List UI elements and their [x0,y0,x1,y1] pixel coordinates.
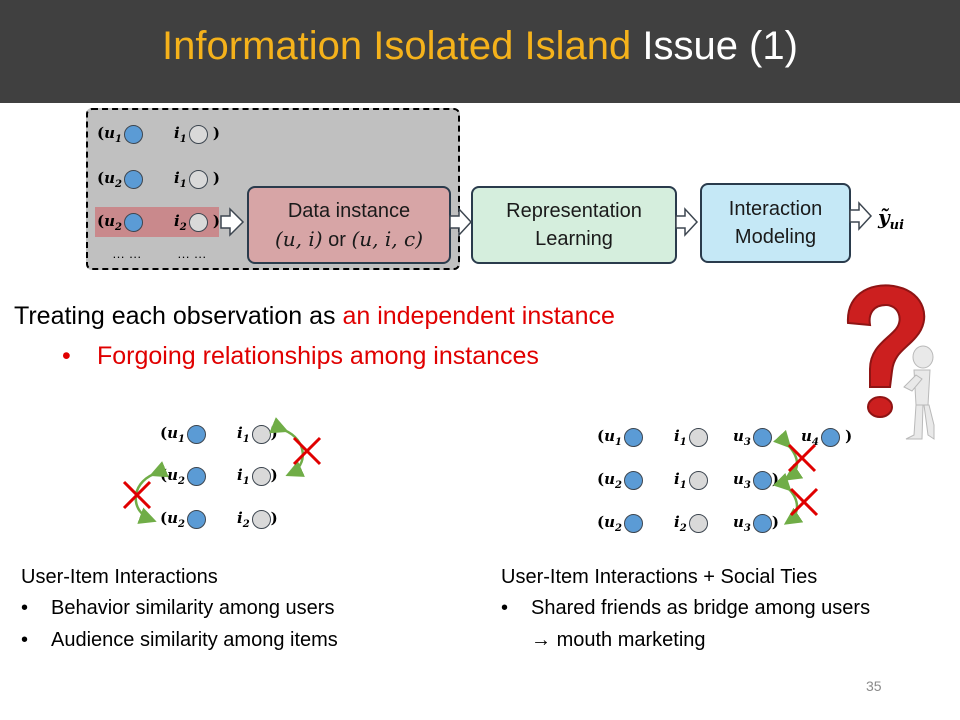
statement-highlight: an independent instance [342,302,615,330]
right-bullet-2-line: → mouth marketing [531,629,706,652]
cross-icon [122,480,152,510]
left-bullet-1: Behavior similarity among users [51,597,335,619]
title-bar [0,0,960,103]
user-node-icon [752,470,772,490]
page-number: 35 [866,678,882,694]
cross-icon [789,487,819,517]
prediction-symbol: ỹ [878,205,890,229]
statement-bullet: Forgoing relationships among instances [97,342,539,370]
prediction-subscript: ui [889,218,905,233]
instance-tuple-uic: (u, i, c) [351,226,424,251]
right-row-1-item: i1 [674,427,708,448]
right-arrow-icon: → [531,629,551,651]
user-node-icon [820,427,840,447]
right-bullet-1: Shared friends as bridge among users [531,597,871,619]
left-row-1-user: (u1 [160,424,206,445]
left-row-3-item: i2) [237,509,278,530]
interaction-label-1: Interaction [728,198,823,220]
right-row-3-item: i2 [674,513,708,534]
representation-label-1: Representation [506,200,642,222]
user-node-icon [752,427,772,447]
instance-row-3-item: i2 ) [174,212,220,233]
user-node-icon [186,424,206,444]
instance-tuple-ui: (u, i) [274,226,323,251]
interaction-label-2: Modeling [734,226,817,248]
title-highlight: Information Isolated Island [162,24,632,68]
user-node-icon [623,470,643,490]
instance-row-2: (u2 [97,169,143,190]
cross-icon [787,443,817,473]
arrow-icon [449,207,473,237]
item-node-icon [251,509,271,529]
user-node-icon [186,509,206,529]
right-panel-heading: User-Item Interactions + Social Ties [501,566,818,588]
item-node-icon [688,427,708,447]
statement-lead: Treating each observation as [14,302,343,330]
user-node-icon [186,466,206,486]
user-node-icon [752,513,772,533]
right-row-1-friend-a: u3 [733,427,772,448]
title-rest: Issue (1) [631,24,798,68]
arrow-icon [675,207,699,237]
instance-row-3: (u2 [97,212,143,233]
representation-label-2: Learning [535,228,613,250]
item-node-icon [688,470,708,490]
left-bullet-mark-2: • [21,629,29,651]
instance-row-1: (u1 [97,124,143,145]
instance-row-1-item: i1 ) [174,124,220,145]
right-bullet-2: mouth marketing [556,629,706,651]
instance-or: or [322,228,352,251]
user-node-icon [123,169,143,189]
user-node-icon [623,427,643,447]
data-instance-box: Data instance (u, i) or (u, i, c) [247,186,451,264]
left-bullet-mark-1: • [21,597,29,619]
right-row-1-friend-b: u4 ) [801,427,853,448]
statement-bullet-mark: • [62,342,71,370]
right-bullet-mark-1: • [501,597,509,619]
ellipsis-users: … … [112,246,142,261]
item-node-icon [188,212,208,232]
right-row-2-user: (u2 [597,470,643,491]
user-node-icon [623,513,643,533]
prediction-output: ỹui [878,205,904,233]
item-node-icon [188,169,208,189]
curved-arrow-icon [269,417,305,477]
right-row-1-user: (u1 [597,427,643,448]
main-statement: Treating each observation as an independ… [14,302,615,331]
left-panel-heading: User-Item Interactions [21,566,218,588]
item-node-icon [688,513,708,533]
item-node-icon [188,124,208,144]
user-node-icon [123,124,143,144]
data-instance-label: Data instance [287,199,411,222]
left-bullet-2: Audience similarity among items [51,629,338,651]
right-row-3-user: (u2 [597,513,643,534]
user-node-icon [123,212,143,232]
arrow-icon [849,201,873,231]
instance-row-2-item: i1 ) [174,169,220,190]
right-row-2-item: i1 [674,470,708,491]
cross-icon [292,436,322,466]
curved-arrow-icon [772,472,804,525]
slide-title: Information Isolated Island Issue (1) [0,24,960,69]
thinking-person-question-mark-icon [846,284,935,440]
arrow-icon [220,207,245,237]
ellipsis-items: … … [177,246,207,261]
